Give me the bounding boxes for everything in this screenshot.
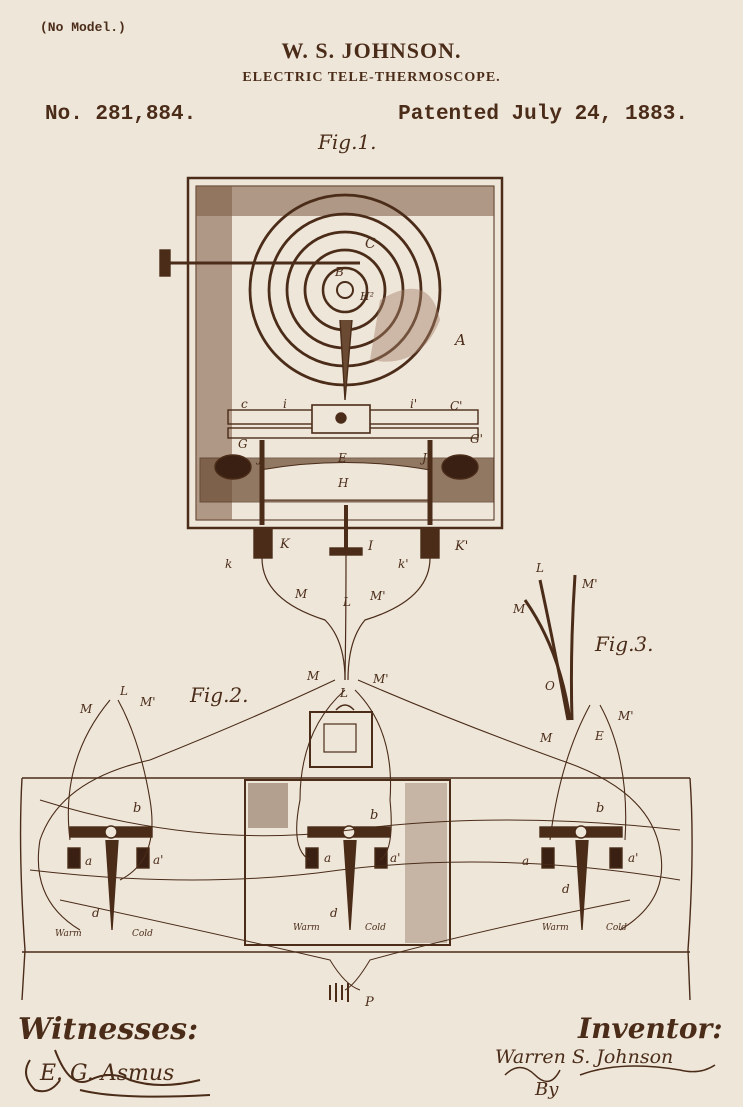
inventor-signature: Warren S. Johnson xyxy=(495,1046,673,1068)
fig1-label-I: I xyxy=(367,539,374,554)
fig1-label-G: G xyxy=(238,437,248,451)
inventor-name: W. S. JOHNSON. xyxy=(281,38,462,63)
fig1-label-E: E xyxy=(337,451,347,465)
witness-signature: E. G. Asmus xyxy=(39,1061,174,1086)
fig2-left-a: a xyxy=(85,854,92,868)
fig1-caption: Fig.1. xyxy=(318,130,377,154)
fig2-left-L: L xyxy=(119,684,128,698)
fig1-label-i1: i' xyxy=(410,397,417,411)
fig1-wires xyxy=(261,554,431,681)
fig2-left-a1: a' xyxy=(153,853,163,867)
by-text: By xyxy=(534,1079,559,1100)
no-model-note: (No Model.) xyxy=(40,20,126,35)
fig1-drawing xyxy=(159,176,504,559)
fig2-mid-b: b xyxy=(370,808,378,823)
fig1-label-H2: H² xyxy=(359,290,374,303)
fig2-labels: M L M' M L M' M E M' b c a a' d Warm Col… xyxy=(55,669,638,1010)
fig2-mid-cold: Cold xyxy=(365,923,386,933)
fig2-right-a: a xyxy=(522,854,529,868)
fig3-label-M1: M' xyxy=(581,577,598,591)
inventor-signature-scribble xyxy=(504,1064,716,1083)
fig1-label-G1: G' xyxy=(470,432,483,446)
witness-signature-scribble xyxy=(25,1049,211,1098)
fig2-left-warm: Warm xyxy=(55,929,82,939)
witnesses-label: Witnesses: xyxy=(18,1012,199,1047)
fig2-left-d: d xyxy=(92,906,100,920)
fig3-drawing xyxy=(523,574,577,721)
fig2-right-a1: a' xyxy=(628,851,638,865)
fig1-label-k1: k' xyxy=(398,557,409,571)
fig2-mid-d: d xyxy=(330,906,338,920)
fig2-right-warm: Warm xyxy=(542,923,569,933)
fig3-label-M: M xyxy=(512,602,526,616)
fig2-right-M: M xyxy=(539,731,553,745)
fig2-label-P: P xyxy=(364,995,374,1010)
fig2-drawing xyxy=(19,679,693,1002)
fig1-label-K: K xyxy=(279,537,291,552)
fig1-label-c: c xyxy=(241,397,248,411)
fig2-mid-a1: a' xyxy=(390,851,400,865)
fig2-caption: Fig.2. xyxy=(190,683,249,707)
fig1-label-H: H xyxy=(337,476,349,490)
fig2-right-M1: M' xyxy=(617,709,634,723)
patent-number: No. 281,884. xyxy=(45,103,197,126)
fig1-label-A: A xyxy=(453,331,466,349)
fig1-label-M: M xyxy=(294,587,308,601)
fig1-label-C: C xyxy=(365,236,376,252)
fig3-labels: L M M' O xyxy=(512,561,598,693)
fig1-label-J1: J' xyxy=(419,451,430,465)
fig1-label-k: k xyxy=(225,557,232,571)
patent-date: Patented July 24, 1883. xyxy=(398,103,688,126)
fig3-label-L: L xyxy=(535,561,544,575)
fig2-mid-warm: Warm xyxy=(293,923,320,933)
inventor-label: Inventor: xyxy=(578,1012,723,1045)
fig2-left-M: M xyxy=(79,702,93,716)
fig2-mid-M1: M' xyxy=(372,672,389,686)
fig2-right-c: c xyxy=(577,842,583,855)
fig1-label-K1: K' xyxy=(454,539,468,554)
fig2-left-M1: M' xyxy=(139,695,156,709)
fig2-mid-c: c xyxy=(345,846,351,859)
fig2-mid-L: L xyxy=(339,686,348,700)
fig1-label-B: B xyxy=(334,265,344,279)
fig1-label-c1: C' xyxy=(450,399,462,413)
patent-title: ELECTRIC TELE-THERMOSCOPE. xyxy=(242,70,501,85)
fig2-right-d: d xyxy=(562,882,570,896)
fig2-right-b: b xyxy=(596,801,604,816)
fig1-label-J: J xyxy=(255,451,264,465)
fig2-right-cold: Cold xyxy=(606,923,627,933)
fig2-left-b: b xyxy=(133,801,141,816)
fig1-label-M1: M' xyxy=(369,589,386,603)
fig1-label-i: i xyxy=(283,397,287,411)
fig2-right-E: E xyxy=(594,729,604,743)
fig2-mid-M: M xyxy=(306,669,320,683)
fig2-mid-a: a xyxy=(324,851,331,865)
fig3-caption: Fig.3. xyxy=(595,632,654,656)
fig3-label-O: O xyxy=(545,679,555,693)
fig1-label-L: L xyxy=(342,595,351,609)
fig1-labels: C B H² A i i' c C' G G' J J' E H K K' I … xyxy=(225,236,483,609)
fig2-left-cold: Cold xyxy=(132,929,153,939)
fig2-left-c: c xyxy=(108,842,114,855)
